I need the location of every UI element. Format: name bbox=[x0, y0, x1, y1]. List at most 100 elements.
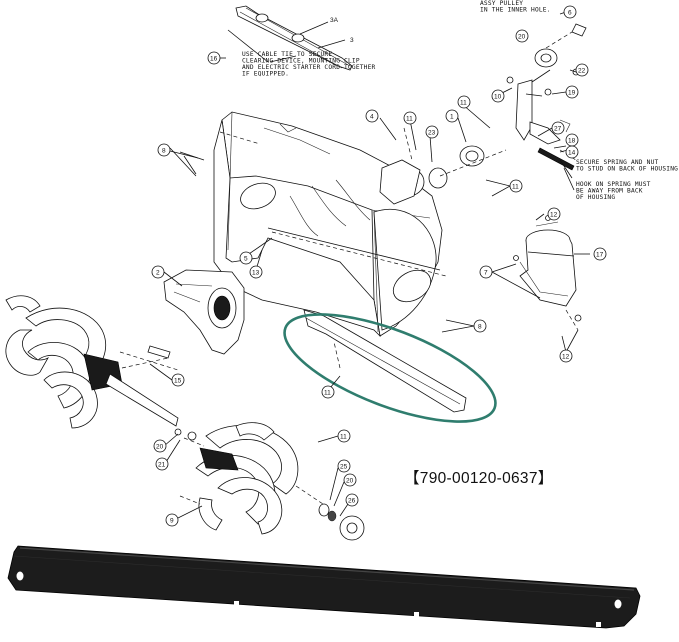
auger-housing bbox=[213, 111, 507, 338]
callout-8-left: 8 bbox=[157, 143, 171, 157]
callout-11-b: 11 bbox=[403, 111, 417, 125]
part-number-label: 【790-00120-0637】 bbox=[404, 470, 554, 487]
callout-label: 20 bbox=[156, 444, 164, 451]
callout-label: 20 bbox=[346, 478, 354, 485]
callout-6: 6 bbox=[563, 5, 577, 19]
callout-9: 9 bbox=[165, 513, 179, 527]
callout-19: 19 bbox=[565, 85, 579, 99]
note-hook-line: BE AWAY FROM BACK bbox=[576, 188, 643, 195]
callout-label: 6 bbox=[568, 10, 572, 17]
callout-20-bottom: 20 bbox=[343, 473, 357, 487]
callout-17: 17 bbox=[593, 247, 607, 261]
callout-18: 18 bbox=[565, 133, 579, 147]
callout-27: 27 bbox=[551, 121, 565, 135]
bar-slot bbox=[414, 612, 419, 617]
callout-23: 23 bbox=[425, 125, 439, 139]
callout-11-e: 11 bbox=[337, 429, 351, 443]
auger-left bbox=[5, 295, 179, 429]
callout-label: 21 bbox=[158, 462, 166, 469]
note-hook: HOOK ON SPRING MUST BE AWAY FROM BACK OF… bbox=[576, 181, 655, 201]
callout-4: 4 bbox=[365, 109, 379, 123]
callout-label: 12 bbox=[562, 354, 570, 361]
callout-label: 14 bbox=[568, 150, 576, 157]
auger-shaft bbox=[235, 5, 353, 71]
callout-3a: 3A bbox=[330, 17, 339, 24]
note-pulley: ASSY PULLEY IN THE INNER HOLE. bbox=[480, 0, 551, 14]
callout-26: 26 bbox=[345, 493, 359, 507]
callout-label: 8 bbox=[478, 324, 482, 331]
callout-label: 11 bbox=[460, 100, 467, 107]
callout-label: 13 bbox=[252, 270, 260, 277]
callout-label: 9 bbox=[170, 518, 174, 525]
callout-11-c: 11 bbox=[509, 179, 523, 193]
callout-label: 27 bbox=[554, 126, 562, 133]
note-pulley-line: ASSY PULLEY bbox=[480, 0, 523, 7]
callout-label: 12 bbox=[550, 212, 558, 219]
callout-label: 22 bbox=[578, 68, 586, 75]
note-cable-tie: USE CABLE TIE TO SECURE CLEARING DEVICE,… bbox=[242, 51, 379, 78]
callout-7: 7 bbox=[479, 265, 493, 279]
callout-10: 10 bbox=[491, 89, 505, 103]
callout-label: 8 bbox=[162, 148, 166, 155]
callout-label: 16 bbox=[210, 56, 218, 63]
callout-8-right: 8 bbox=[473, 319, 487, 333]
callout-16: 16 bbox=[207, 51, 221, 65]
callout-label: 2 bbox=[156, 270, 160, 277]
note-cable-tie-line: AND ELECTRIC STARTER CORD TOGETHER bbox=[242, 64, 376, 71]
leader-lines bbox=[149, 11, 590, 519]
note-hook-line: HOOK ON SPRING MUST bbox=[576, 181, 651, 188]
callout-label: 23 bbox=[428, 130, 436, 137]
discharge-chute bbox=[513, 215, 582, 331]
callout-label: 3A bbox=[330, 17, 339, 24]
callout-label: 15 bbox=[174, 378, 182, 385]
note-pulley-line: IN THE INNER HOLE. bbox=[480, 7, 551, 14]
callout-label: 3 bbox=[350, 37, 354, 44]
auger-right bbox=[174, 422, 365, 541]
note-cable-tie-line: IF EQUIPPED. bbox=[242, 71, 289, 78]
callout-label: 17 bbox=[596, 252, 604, 259]
callout-1: 1 bbox=[445, 109, 459, 123]
callout-11-a: 11 bbox=[457, 95, 471, 109]
callout-15: 15 bbox=[171, 373, 185, 387]
callout-25: 25 bbox=[337, 459, 351, 473]
callout-label: 7 bbox=[484, 270, 488, 277]
bar-slot bbox=[596, 622, 601, 627]
callout-20-mid: 20 bbox=[153, 439, 167, 453]
note-hook-line: OF HOUSING bbox=[576, 194, 615, 201]
callout-label: 26 bbox=[348, 498, 356, 505]
callout-12-bottom: 12 bbox=[559, 349, 573, 363]
callout-5: 5 bbox=[239, 251, 253, 265]
callout-label: 19 bbox=[568, 90, 576, 97]
highlight-ellipse bbox=[283, 313, 497, 423]
callout-2: 2 bbox=[151, 265, 165, 279]
note-spring-line: SECURE SPRING AND NUT bbox=[576, 159, 659, 166]
callout-22: 22 bbox=[575, 63, 589, 77]
callout-label: 11 bbox=[406, 116, 413, 123]
callout-12-top: 12 bbox=[547, 207, 561, 221]
shave-plate-product bbox=[7, 545, 641, 629]
bar-hole bbox=[614, 599, 622, 609]
note-spring-line: TO STUD ON BACK OF HOUSING bbox=[576, 166, 678, 173]
callout-label: 18 bbox=[568, 138, 576, 145]
callout-label: 25 bbox=[340, 464, 348, 471]
shave-plate-in-situ bbox=[303, 309, 467, 413]
bar-slot bbox=[234, 601, 239, 606]
callout-21: 21 bbox=[155, 457, 169, 471]
callout-3: 3 bbox=[350, 37, 354, 44]
callout-label: 11 bbox=[512, 184, 519, 191]
note-spring: SECURE SPRING AND NUT TO STUD ON BACK OF… bbox=[576, 159, 678, 173]
callout-label: 4 bbox=[370, 114, 374, 121]
callout-label: 1 bbox=[450, 114, 454, 121]
callout-11-d: 11 bbox=[321, 385, 335, 399]
note-cable-tie-line: USE CABLE TIE TO SECURE bbox=[242, 51, 332, 58]
callout-label: 20 bbox=[518, 34, 526, 41]
callout-label: 11 bbox=[340, 434, 347, 441]
callout-14: 14 bbox=[565, 145, 579, 159]
bar-hole bbox=[16, 571, 24, 581]
callouts: 3A 3 16 6 20 22 10 19 11 4 11 23 1 27 18… bbox=[151, 5, 607, 527]
note-cable-tie-line: CLEARING DEVICE, MOUNTING CLIP bbox=[242, 58, 360, 65]
callout-13: 13 bbox=[249, 265, 263, 279]
bearing-flange bbox=[163, 269, 245, 355]
idler-pulley-assembly bbox=[506, 23, 587, 171]
